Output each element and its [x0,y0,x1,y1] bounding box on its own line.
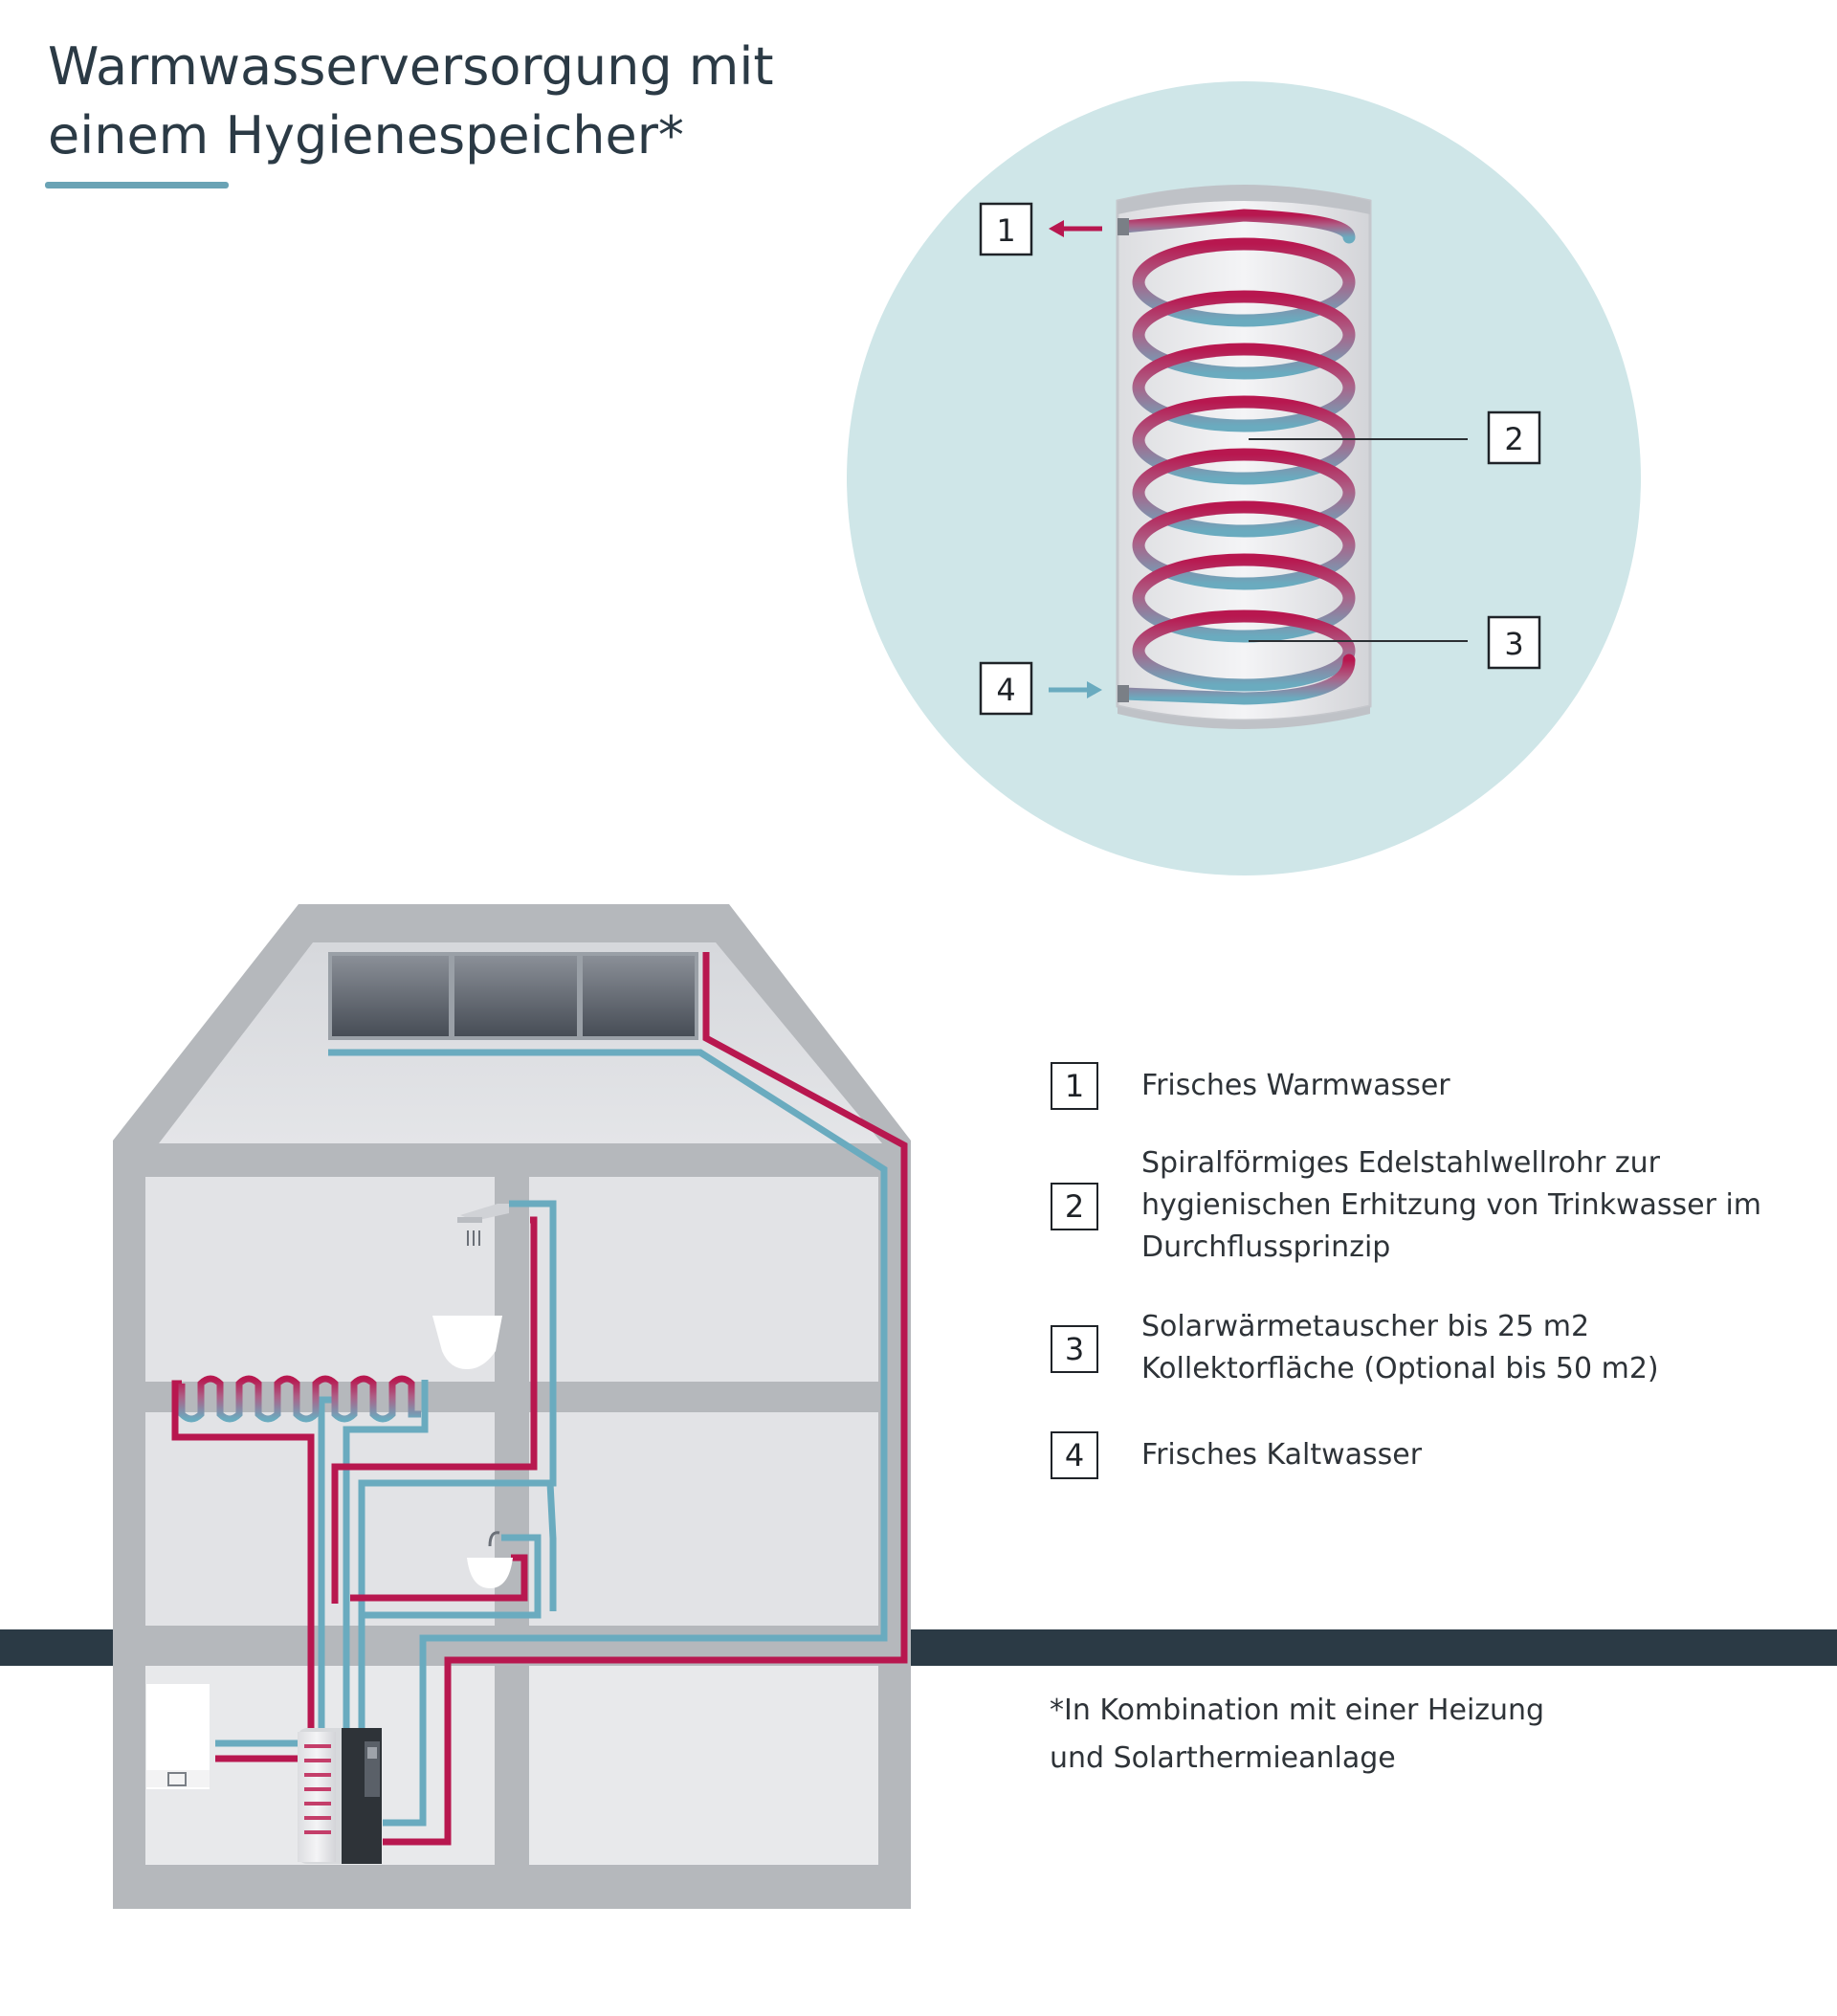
hot-out-arrow [1049,220,1102,237]
footnote: *In Kombination mit einer Heizung und So… [1050,1687,1624,1783]
solar-panel-1 [332,956,449,1036]
legend-text-3: Solarwärmetauscher bis 25 m2 Kollektorfl… [1141,1310,1659,1385]
detail-label-3: 3 [1487,615,1541,670]
legend-number-2: 2 [1051,1183,1098,1230]
detail-label-4: 4 [979,661,1033,716]
room-upper-left [145,1177,495,1382]
footnote-line-2: und Solarthermieanlage [1050,1741,1396,1775]
room-upper-right [529,1177,878,1382]
wash-basin [432,1316,502,1369]
page-title: Warmwasserversorgung mit einem Hygienesp… [48,33,774,170]
hygiene-storage-tank [298,1728,382,1864]
room-middle-right [529,1412,878,1626]
radiator-coil [178,1375,421,1423]
solar-collectors [328,952,698,1040]
sink [467,1531,513,1588]
shower-head [457,1204,509,1246]
cold-in-arrow [1049,681,1102,698]
title-line-2: einem Hygienespeicher* [48,105,684,166]
cold-pipes [215,1049,888,1827]
room-basement-right [529,1666,878,1865]
footnote-line-1: *In Kombination mit einer Heizung [1050,1694,1545,1727]
storage-tank-detail: 1 2 3 4 [847,81,1641,875]
legend-number-1: 1 [1051,1062,1098,1110]
detail-label-3-text: 3 [1504,626,1523,662]
heating-unit [146,1684,210,1789]
solar-panel-3 [583,956,695,1036]
title-line-1: Warmwasserversorgung mit [48,36,774,97]
house-cutaway [113,904,911,1909]
legend-text-2: Spiralförmiges Edelstahlwellrohr zur hyg… [1141,1146,1762,1264]
legend-number-4: 4 [1051,1431,1098,1479]
hot-pipes [171,952,908,1846]
detail-label-2: 2 [1487,410,1541,465]
solar-panel-2 [454,956,577,1036]
legend-text-4: Frisches Kaltwasser [1141,1438,1423,1472]
detail-label-2-text: 2 [1504,421,1523,457]
detail-label-1-text: 1 [996,212,1015,249]
legend-text-1: Frisches Warmwasser [1141,1069,1450,1102]
spiral-coil [1118,209,1356,705]
outlet-stub [1118,218,1129,235]
title-underline [45,182,229,188]
inlet-stub [1118,685,1129,702]
legend-number-3: 3 [1051,1325,1098,1373]
detail-label-1: 1 [979,202,1033,256]
detail-label-4-text: 4 [996,672,1015,708]
